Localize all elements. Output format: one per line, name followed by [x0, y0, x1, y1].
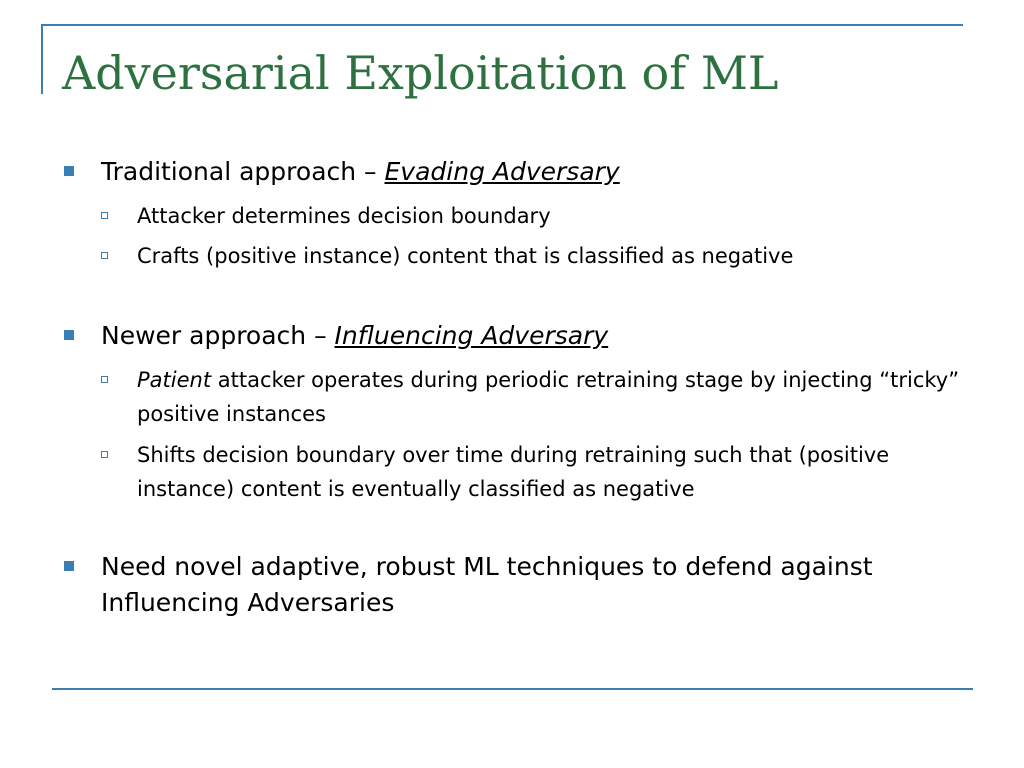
- filled-square-bullet-icon: [64, 561, 74, 571]
- title-frame-top-rule: [41, 24, 963, 26]
- bullet-need-novel-techniques: Need novel adaptive, robust ML technique…: [64, 549, 964, 621]
- hollow-square-bullet-icon: [101, 376, 108, 383]
- bullet-prefix: Traditional approach –: [101, 157, 385, 186]
- title-frame-left-rule: [41, 24, 43, 94]
- sub-bullet-attacker-determines: Attacker determines decision boundary: [101, 199, 971, 233]
- filled-square-bullet-icon: [64, 166, 74, 176]
- bullet-emphasis: Evading Adversary: [384, 157, 620, 186]
- bullet-newer-approach: Newer approach – Influencing Adversary: [64, 318, 964, 354]
- footer-rule: [52, 688, 973, 690]
- sub-bullet-text: Crafts (positive instance) content that …: [137, 244, 794, 268]
- sub-bullet-patient-attacker: Patient attacker operates during periodi…: [101, 363, 971, 431]
- bullet-text: Need novel adaptive, robust ML technique…: [101, 552, 873, 617]
- sub-bullet-text: Shifts decision boundary over time durin…: [137, 443, 890, 501]
- sub-bullet-text: Attacker determines decision boundary: [137, 204, 551, 228]
- bullet-text: Traditional approach – Evading Adversary: [101, 154, 964, 190]
- sub-bullet-crafts-content: Crafts (positive instance) content that …: [101, 239, 971, 273]
- bullet-emphasis: Influencing Adversary: [334, 321, 609, 350]
- sub-bullet-rest: attacker operates during periodic retrai…: [137, 368, 960, 426]
- bullet-prefix: Newer approach –: [101, 321, 335, 350]
- sub-bullet-shifts-boundary: Shifts decision boundary over time durin…: [101, 438, 971, 506]
- hollow-square-bullet-icon: [101, 451, 108, 458]
- slide-title: Adversarial Exploitation of ML: [62, 46, 779, 100]
- bullet-traditional-approach: Traditional approach – Evading Adversary: [64, 154, 964, 190]
- sub-bullet-text: Patient attacker operates during periodi…: [137, 363, 971, 431]
- sub-bullet-italic: Patient: [137, 368, 212, 392]
- bullet-text: Newer approach – Influencing Adversary: [101, 318, 964, 354]
- hollow-square-bullet-icon: [101, 212, 108, 219]
- hollow-square-bullet-icon: [101, 252, 108, 259]
- filled-square-bullet-icon: [64, 330, 74, 340]
